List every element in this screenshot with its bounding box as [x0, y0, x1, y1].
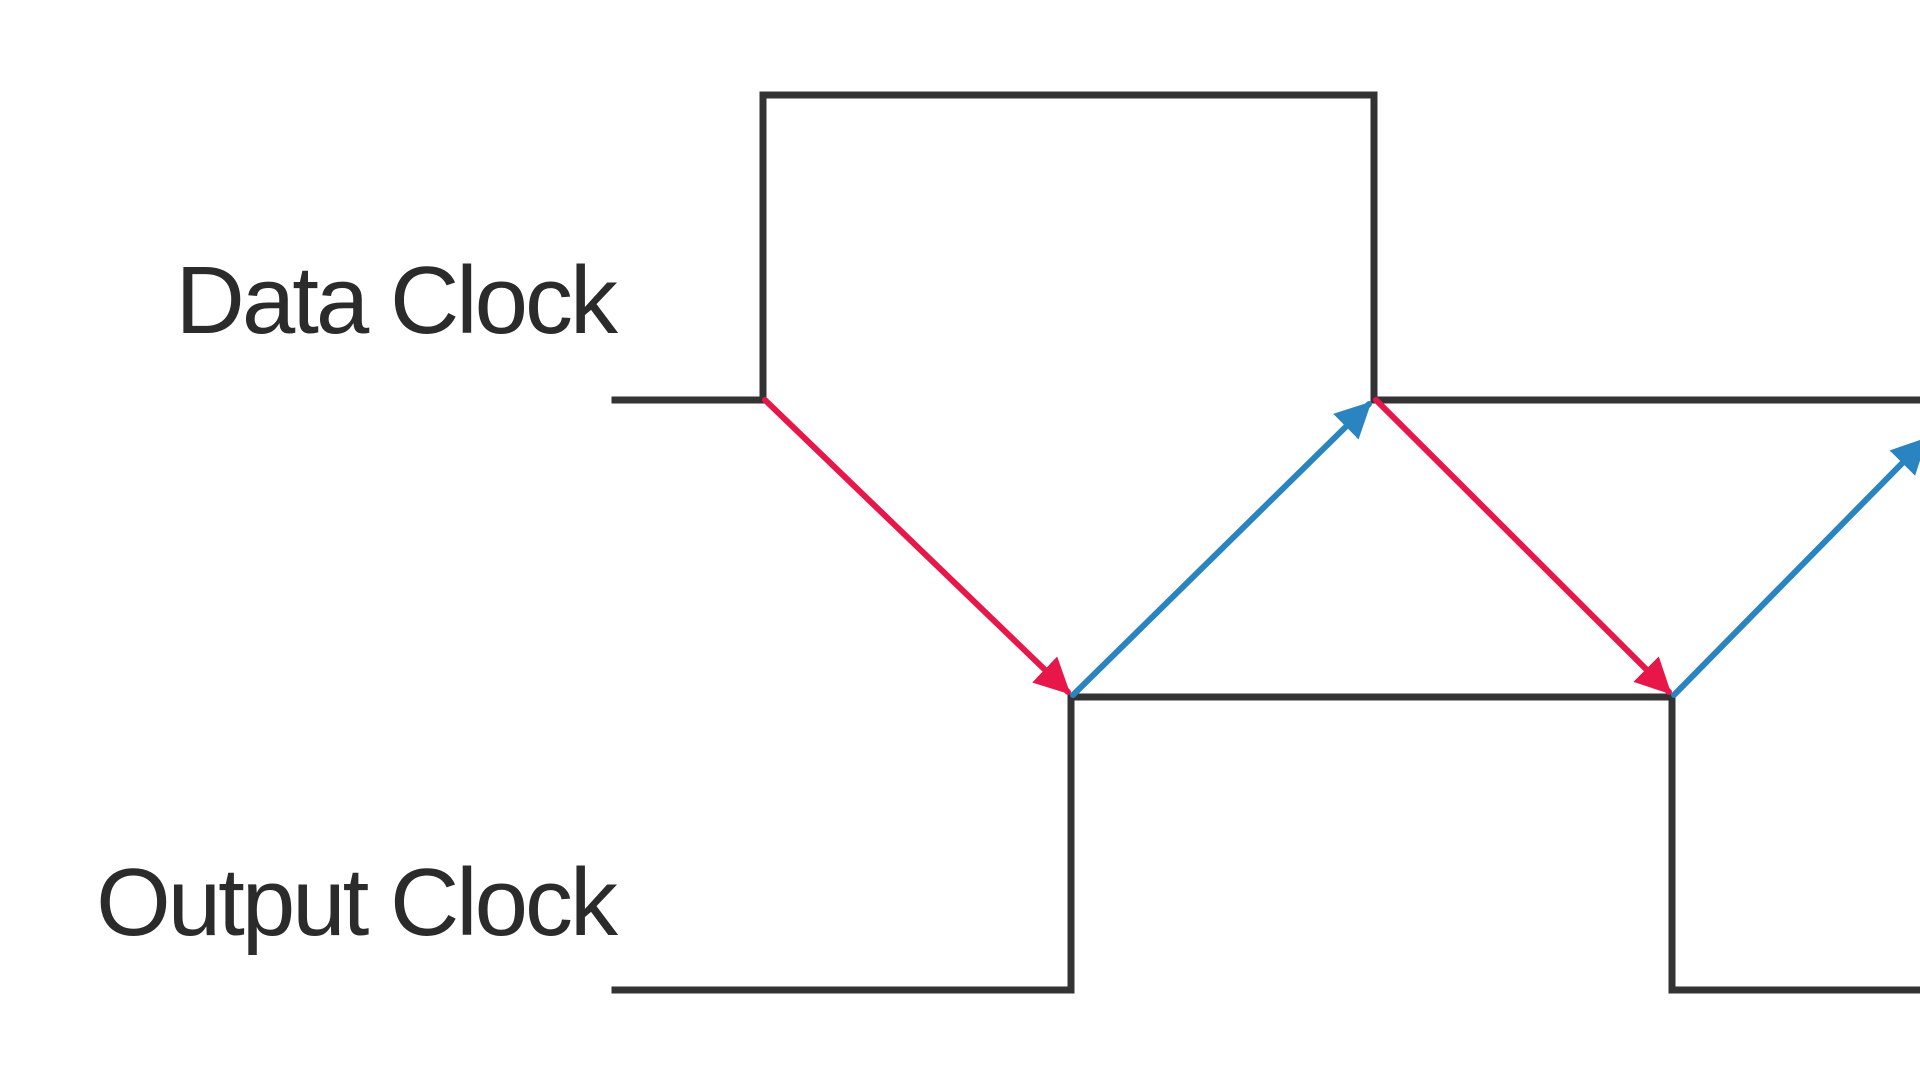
falling-edge-arrow-2	[1373, 397, 1672, 695]
falling-edge-arrow-1	[762, 397, 1071, 695]
output-clock-waveform	[611, 693, 1920, 994]
rising-edge-arrow-2	[1671, 437, 1920, 698]
output-clock-label: Output Clock	[96, 849, 618, 956]
rising-edge-arrow-1	[1070, 401, 1372, 698]
data-clock-label: Data Clock	[175, 247, 618, 354]
data-clock-waveform	[611, 91, 1920, 404]
